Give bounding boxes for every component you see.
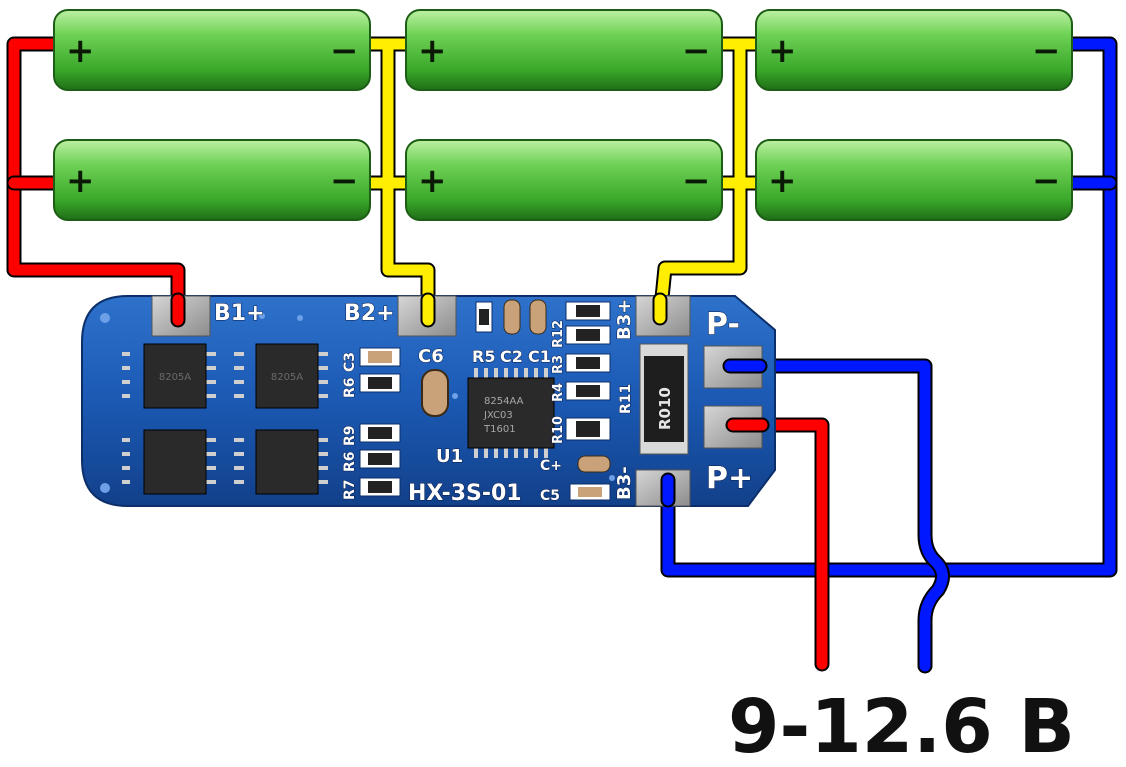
- cell-minus-label: −: [682, 161, 711, 201]
- cell-3b: + −: [755, 139, 1073, 221]
- balance-wire: [358, 36, 770, 326]
- shunt-marking: R010: [656, 387, 674, 430]
- silk-r12: R12: [551, 320, 566, 348]
- negative-wire: [660, 36, 1118, 674]
- cell-2a: + −: [405, 9, 723, 91]
- cell-plus-label: +: [418, 31, 447, 71]
- cell-1a: + −: [53, 9, 371, 91]
- silk-r6-bottom: R6: [342, 451, 358, 472]
- silk-r7: R7: [342, 479, 358, 500]
- silk-r11: R11: [618, 384, 634, 414]
- cell-plus-label: +: [768, 161, 797, 201]
- cell-2b: + −: [405, 139, 723, 221]
- mosfet-marking: 8205A: [271, 372, 303, 383]
- pad-label-b2-plus: B2+: [344, 301, 395, 326]
- silk-r3: R3: [551, 355, 566, 374]
- cell-minus-label: −: [330, 31, 359, 71]
- pad-label-p-minus: P-: [706, 307, 740, 342]
- cell-minus-label: −: [1032, 161, 1061, 201]
- cell-plus-label: +: [66, 161, 95, 201]
- cell-minus-label: −: [682, 31, 711, 71]
- wire-terminals: [170, 292, 770, 508]
- silk-r6-top: R6: [342, 377, 358, 398]
- capacitor-c6: [421, 369, 449, 417]
- cell-minus-label: −: [1032, 31, 1061, 71]
- silk-c3: C3: [342, 352, 358, 372]
- silk-u1: U1: [436, 446, 463, 467]
- cell-plus-label: +: [66, 31, 95, 71]
- mosfet-2: 8205A: [234, 343, 328, 409]
- shunt-resistor: R010: [639, 343, 689, 455]
- cell-plus-label: +: [768, 31, 797, 71]
- silk-r10: R10: [551, 416, 566, 444]
- ic-marking-line2: JXC03: [483, 410, 513, 421]
- silk-r5: R5: [472, 347, 495, 366]
- pad-label-p-plus: P+: [706, 461, 753, 496]
- pad-label-b3-minus: B3-: [614, 466, 635, 500]
- smd-right-column: R12 R3 R4 R10 C+ C5 R11: [540, 301, 635, 505]
- silk-r9: R9: [342, 425, 358, 446]
- battery-cells: + − + − + − + − + − + −: [53, 9, 1073, 221]
- smd-left-column: C3 R6 R9 R6 R7: [342, 347, 401, 501]
- ic-marking-line1: 8254AA: [484, 396, 524, 407]
- output-voltage-label: 9-12.6 В: [728, 684, 1075, 767]
- mosfet-chips: 8205A 8205A: [122, 343, 328, 495]
- silk-c5: C5: [540, 488, 560, 504]
- silk-r4: R4: [551, 383, 566, 402]
- silk-c6: C6: [418, 346, 444, 367]
- mosfet-1: 8205A: [122, 343, 216, 409]
- silk-c1-top: C1: [528, 347, 551, 366]
- bms-board: B1+ B2+ P- P+ B3+ B3- 8205A 8205A: [81, 295, 776, 507]
- cell-plus-label: +: [418, 161, 447, 201]
- mosfet-marking: 8205A: [159, 372, 191, 383]
- protection-ic: 8254AA JXC03 T1601: [467, 368, 555, 458]
- pad-label-b1-plus: B1+: [214, 301, 265, 326]
- mosfet-4: [234, 429, 328, 495]
- vias: [100, 313, 615, 493]
- cell-3a: + −: [755, 9, 1073, 91]
- silk-c2: C2: [500, 347, 523, 366]
- board-model-label: HX-3S-01: [408, 481, 522, 506]
- mosfet-3: [122, 429, 216, 495]
- cell-minus-label: −: [330, 161, 359, 201]
- silk-c1-bottom: C+: [540, 458, 562, 474]
- ic-marking-line3: T1601: [483, 424, 516, 435]
- cell-1b: + −: [53, 139, 371, 221]
- pad-label-b3-plus: B3+: [614, 299, 635, 340]
